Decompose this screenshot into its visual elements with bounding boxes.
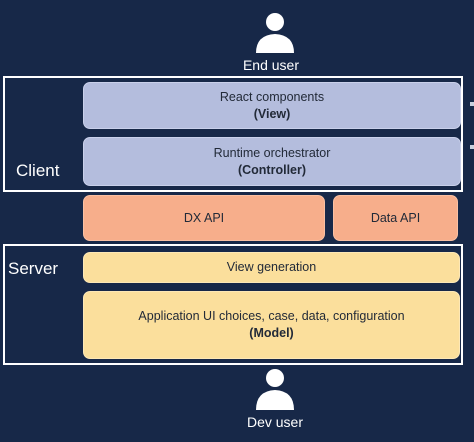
data-api-box: Data API bbox=[333, 195, 458, 241]
end-user-person-icon bbox=[256, 13, 294, 53]
controller-subtitle: (Controller) bbox=[237, 162, 307, 177]
view-generation-label: View generation bbox=[226, 260, 317, 274]
dev-user-label: Dev user bbox=[246, 414, 304, 430]
dev-user-person-icon bbox=[256, 369, 294, 410]
runtime-orchestrator-controller-box: Runtime orchestrator (Controller) bbox=[83, 137, 461, 186]
controller-title: Runtime orchestrator bbox=[213, 145, 331, 160]
react-components-view-box: React components (View) bbox=[83, 82, 461, 129]
server-label: Server bbox=[8, 259, 59, 278]
dx-api-label: DX API bbox=[183, 210, 225, 225]
server-frame bbox=[3, 244, 463, 365]
edge-mark bbox=[470, 102, 474, 106]
client-label: Client bbox=[16, 161, 60, 180]
model-title: Application UI choices, case, data, conf… bbox=[138, 309, 405, 323]
dx-api-box: DX API bbox=[83, 195, 325, 241]
end-user-label: End user bbox=[242, 57, 300, 73]
view-generation-box: View generation bbox=[83, 252, 460, 283]
application-model-box: Application UI choices, case, data, conf… bbox=[83, 291, 460, 359]
view-title: React components bbox=[219, 89, 325, 104]
view-subtitle: (View) bbox=[253, 106, 291, 121]
data-api-label: Data API bbox=[370, 210, 421, 225]
edge-mark bbox=[470, 145, 474, 149]
client-frame bbox=[3, 76, 463, 192]
model-subtitle: (Model) bbox=[249, 326, 294, 340]
